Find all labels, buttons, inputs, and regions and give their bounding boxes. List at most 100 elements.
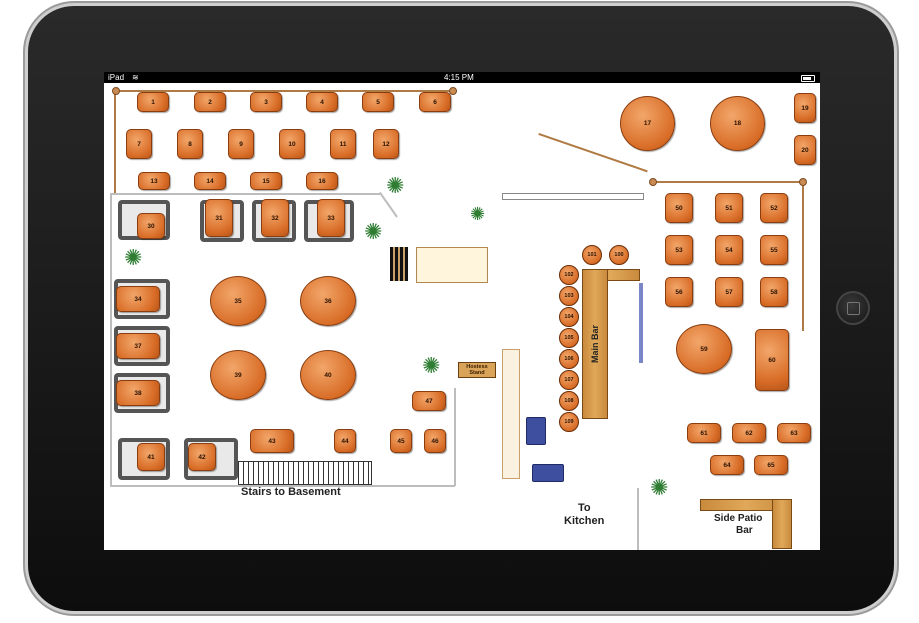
home-square-icon [847, 302, 860, 315]
bar-stool-102[interactable]: 102 [559, 265, 579, 285]
table-50[interactable]: 50 [665, 193, 693, 223]
table-5[interactable]: 5 [362, 92, 394, 112]
table-7[interactable]: 7 [126, 129, 152, 159]
table-17[interactable]: 17 [620, 96, 675, 151]
table-8[interactable]: 8 [177, 129, 203, 159]
table-18[interactable]: 18 [710, 96, 765, 151]
patio-bar-label-line1: Side Patio [714, 513, 763, 524]
status-bar: iPad ≋ 4:15 PM [104, 72, 820, 83]
wifi-icon: ≋ [132, 73, 139, 82]
service-counter [502, 349, 520, 479]
table-65[interactable]: 65 [754, 455, 788, 475]
fence-left [114, 90, 116, 195]
table-43[interactable]: 43 [250, 429, 294, 453]
table-36[interactable]: 36 [300, 276, 356, 326]
fence-post [112, 87, 120, 95]
table-32[interactable]: 32 [261, 199, 289, 237]
table-33[interactable]: 33 [317, 199, 345, 237]
table-39[interactable]: 39 [210, 350, 266, 400]
table-35[interactable]: 35 [210, 276, 266, 326]
bar-stool-109[interactable]: 109 [559, 412, 579, 432]
fence-right-vertical [802, 181, 804, 331]
table-19[interactable]: 19 [794, 93, 816, 123]
main-bar-label: Main Bar [590, 324, 601, 364]
table-30[interactable]: 30 [137, 213, 165, 239]
status-time: 4:15 PM [444, 73, 474, 82]
table-13[interactable]: 13 [138, 172, 170, 190]
wall [110, 193, 112, 486]
plant-icon: ✺ [422, 353, 441, 378]
entry-rail [502, 193, 644, 200]
table-46[interactable]: 46 [424, 429, 446, 453]
fence-right [652, 181, 804, 183]
table-16[interactable]: 16 [306, 172, 338, 190]
table-59[interactable]: 59 [676, 324, 732, 374]
table-31[interactable]: 31 [205, 199, 233, 237]
wall-blue [639, 283, 643, 363]
plant-icon: ✺ [364, 219, 383, 244]
table-10[interactable]: 10 [279, 129, 305, 159]
wall [637, 488, 639, 550]
plant-icon: ✺ [124, 245, 143, 270]
fence-post [649, 178, 657, 186]
table-9[interactable]: 9 [228, 129, 254, 159]
table-14[interactable]: 14 [194, 172, 226, 190]
home-button[interactable] [836, 291, 870, 325]
table-44[interactable]: 44 [334, 429, 356, 453]
bar-stool-105[interactable]: 105 [559, 328, 579, 348]
fence-post [799, 178, 807, 186]
chair [532, 464, 564, 482]
table-56[interactable]: 56 [665, 277, 693, 307]
main-bar: Main Bar [582, 269, 608, 419]
table-34[interactable]: 34 [116, 286, 160, 312]
table-62[interactable]: 62 [732, 423, 766, 443]
table-3[interactable]: 3 [250, 92, 282, 112]
kitchen-label-line2: Kitchen [564, 515, 605, 527]
patio-bar-label-line2: Bar [736, 525, 753, 536]
bar-stool-106[interactable]: 106 [559, 349, 579, 369]
table-60[interactable]: 60 [755, 329, 789, 391]
chair [526, 417, 546, 445]
table-6[interactable]: 6 [419, 92, 451, 112]
wall [454, 388, 456, 486]
table-54[interactable]: 54 [715, 235, 743, 265]
door-mat [390, 247, 408, 281]
fence-post [449, 87, 457, 95]
plant-icon: ✺ [650, 475, 669, 500]
table-1[interactable]: 1 [137, 92, 169, 112]
table-61[interactable]: 61 [687, 423, 721, 443]
plant-icon: ✺ [386, 173, 405, 198]
bar-stool-101[interactable]: 101 [582, 245, 602, 265]
table-51[interactable]: 51 [715, 193, 743, 223]
table-52[interactable]: 52 [760, 193, 788, 223]
table-12[interactable]: 12 [373, 129, 399, 159]
table-20[interactable]: 20 [794, 135, 816, 165]
table-37[interactable]: 37 [116, 333, 160, 359]
table-11[interactable]: 11 [330, 129, 356, 159]
hostess-stand: Hostess Stand [458, 362, 496, 378]
table-63[interactable]: 63 [777, 423, 811, 443]
table-53[interactable]: 53 [665, 235, 693, 265]
table-47[interactable]: 47 [412, 391, 446, 411]
table-15[interactable]: 15 [250, 172, 282, 190]
floor-plan: ✺ ✺ ✺ ✺ ✺ ✺ 1 2 3 4 5 6 7 8 9 10 11 12 1… [104, 83, 820, 550]
stairs-label: Stairs to Basement [241, 486, 341, 498]
bar-stool-100[interactable]: 100 [609, 245, 629, 265]
fence-top [114, 90, 454, 92]
table-4[interactable]: 4 [306, 92, 338, 112]
bar-stool-108[interactable]: 108 [559, 391, 579, 411]
table-2[interactable]: 2 [194, 92, 226, 112]
wall [110, 485, 455, 487]
table-40[interactable]: 40 [300, 350, 356, 400]
table-55[interactable]: 55 [760, 235, 788, 265]
bar-stool-104[interactable]: 104 [559, 307, 579, 327]
bar-stool-103[interactable]: 103 [559, 286, 579, 306]
table-64[interactable]: 64 [710, 455, 744, 475]
table-58[interactable]: 58 [760, 277, 788, 307]
table-45[interactable]: 45 [390, 429, 412, 453]
table-41[interactable]: 41 [137, 443, 165, 471]
table-38[interactable]: 38 [116, 380, 160, 406]
table-42[interactable]: 42 [188, 443, 216, 471]
table-57[interactable]: 57 [715, 277, 743, 307]
bar-stool-107[interactable]: 107 [559, 370, 579, 390]
